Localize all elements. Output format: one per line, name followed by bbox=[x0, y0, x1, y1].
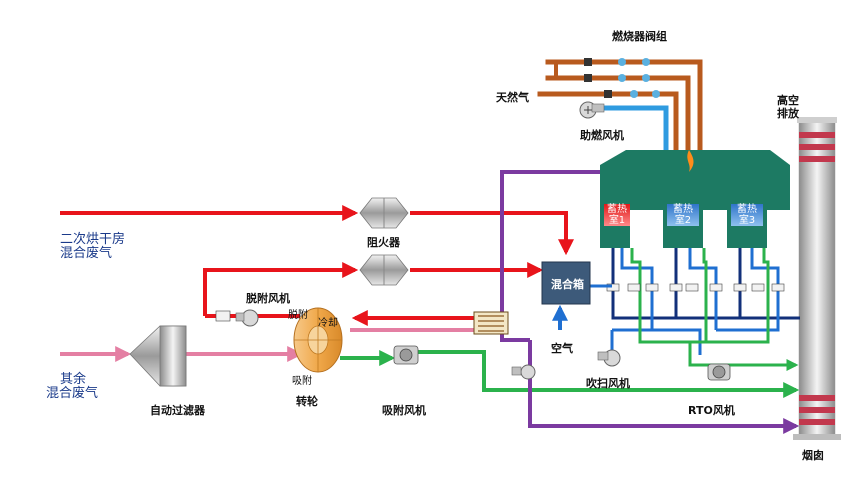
burner-valve-group-label: 燃烧器阀组 bbox=[612, 30, 667, 43]
flame-arrester-label: 阻火器 bbox=[367, 236, 400, 249]
discharge-label: 排放 bbox=[777, 107, 799, 120]
mixing-box-label: 混合箱 bbox=[551, 278, 584, 291]
desorption-fan-label: 脱附风机 bbox=[246, 292, 290, 305]
chimney-label: 烟囱 bbox=[802, 449, 824, 462]
adsorption-fan-icon bbox=[393, 345, 419, 365]
auto-filter bbox=[129, 325, 187, 387]
flame-arrester-1 bbox=[359, 197, 409, 229]
chamber-2 bbox=[667, 204, 699, 226]
chamber-1 bbox=[604, 204, 630, 226]
other-waste-gas-label-1: 其余 bbox=[60, 372, 87, 387]
purge-fan-icon bbox=[597, 349, 621, 367]
other-waste-gas-label-2: 混合废气 bbox=[46, 386, 99, 401]
adsorption-label: 吸附 bbox=[292, 376, 312, 387]
dryer-waste-gas-label-1: 二次烘干房 bbox=[60, 232, 126, 247]
purple-line-fan-icon bbox=[511, 364, 536, 380]
chamber-1-label: 蓄热室1 bbox=[607, 204, 627, 226]
flame-arrester-2 bbox=[359, 254, 409, 286]
combustion-fan-label: 助燃风机 bbox=[580, 129, 624, 142]
adsorption-fan-label: 吸附风机 bbox=[382, 404, 426, 417]
rto-fan-label: RTO风机 bbox=[688, 404, 735, 417]
mixing-box bbox=[541, 261, 591, 305]
chamber-valves bbox=[606, 283, 785, 292]
purge-fan-label: 吹扫风机 bbox=[586, 377, 630, 390]
air-label: 空气 bbox=[551, 342, 573, 355]
burner-valves bbox=[584, 58, 660, 98]
combustion-fan-icon bbox=[579, 101, 605, 119]
cooling-label: 冷却 bbox=[318, 318, 338, 329]
chamber-3 bbox=[731, 204, 763, 226]
chimney bbox=[793, 117, 841, 440]
rotor bbox=[293, 307, 343, 373]
high-altitude-label: 高空 bbox=[777, 94, 799, 107]
desorption-label: 脱附 bbox=[288, 310, 308, 321]
natural-gas-label: 天然气 bbox=[496, 91, 529, 104]
auto-filter-label: 自动过滤器 bbox=[150, 404, 205, 417]
chamber-2-label: 蓄热室2 bbox=[673, 204, 693, 226]
burner-pipes bbox=[537, 59, 703, 163]
desorption-fan-icon bbox=[215, 309, 259, 327]
chamber-pipes bbox=[610, 248, 800, 371]
rto-furnace bbox=[600, 150, 790, 248]
chamber-3-label: 蓄热室3 bbox=[737, 204, 757, 226]
dryer-waste-gas-label-2: 混合废气 bbox=[60, 246, 113, 261]
heat-exchanger bbox=[473, 311, 509, 335]
rto-fan-icon bbox=[707, 363, 731, 381]
rotor-label: 转轮 bbox=[296, 395, 318, 408]
